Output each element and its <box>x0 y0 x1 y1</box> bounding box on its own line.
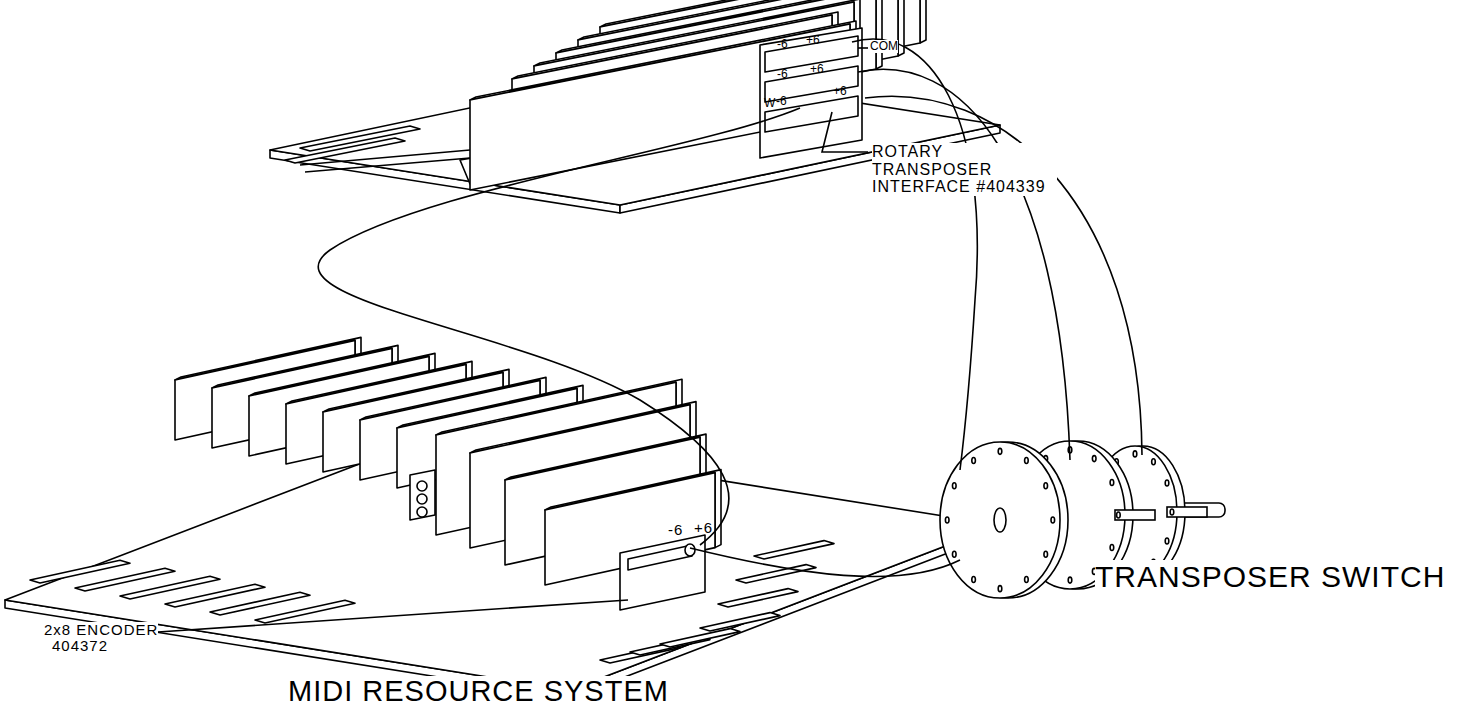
contact-hole <box>1068 577 1072 583</box>
indicator-lamp <box>417 507 427 517</box>
pin-label: COM <box>870 40 898 53</box>
part-label: 404372 <box>52 638 108 655</box>
connector-slot <box>754 541 834 559</box>
rotary-transposer-interface <box>760 28 862 158</box>
system-title: MIDI RESOURCE SYSTEM <box>288 676 669 708</box>
contact-hole <box>1165 538 1169 544</box>
pin-label: +6 <box>694 520 713 537</box>
contact-hole <box>1025 458 1029 464</box>
indicator-lamp <box>417 481 427 491</box>
contact-hole <box>1170 509 1174 515</box>
connector-slot <box>660 629 740 647</box>
contact-hole <box>1051 517 1055 523</box>
contact-hole <box>952 483 956 489</box>
contact-hole <box>1110 545 1114 551</box>
leader-line <box>822 112 868 152</box>
pin-label: -6 <box>777 38 788 51</box>
center-hole <box>994 508 1006 532</box>
contact-hole <box>1110 479 1114 485</box>
encoder-card <box>620 535 705 610</box>
contact-hole <box>1152 459 1156 465</box>
pin-label: +6 <box>833 85 847 98</box>
bottom-board <box>5 337 1000 698</box>
wire <box>852 39 977 470</box>
contact-hole <box>1025 576 1029 582</box>
connector-slot <box>700 613 780 631</box>
wire <box>858 69 1070 460</box>
contact-hole <box>1044 551 1048 557</box>
contact-hole <box>952 551 956 557</box>
pin-label: +6 <box>806 34 820 47</box>
leader-line <box>858 47 868 49</box>
connector-slot <box>285 138 405 163</box>
pin-label: W <box>764 97 775 110</box>
connector-row <box>765 96 858 132</box>
shaft <box>1115 510 1155 520</box>
connector-slot <box>718 589 798 607</box>
contact-hole <box>1044 483 1048 489</box>
connector-slot <box>736 565 816 583</box>
contact-hole <box>1133 451 1137 457</box>
connector-end <box>685 544 695 556</box>
pin-label: -6 <box>776 95 787 108</box>
pin-label: -6 <box>777 68 788 81</box>
contact-hole <box>972 458 976 464</box>
contact-hole <box>972 576 976 582</box>
part-label: ROTARY TRANSPOSER INTERFACE #404339 <box>872 143 1057 196</box>
pin-label: -6 <box>668 522 683 539</box>
pin-label: +6 <box>810 63 824 76</box>
encoder-connector <box>628 545 692 570</box>
contact-hole <box>998 586 1002 592</box>
contact-hole <box>1117 512 1121 518</box>
shaft <box>1167 507 1207 517</box>
wire <box>865 96 1142 455</box>
wire <box>318 108 800 545</box>
indicator-block <box>410 470 435 520</box>
ribbon <box>300 150 470 165</box>
ribbon <box>305 158 470 172</box>
leader-line <box>158 600 628 632</box>
contact-hole <box>1092 456 1096 462</box>
switch-wafer <box>940 442 1060 598</box>
contact-hole <box>945 517 949 523</box>
part-label: 2x8 ENCODER <box>44 622 158 639</box>
contact-hole <box>1165 480 1169 486</box>
contact-hole <box>998 448 1002 454</box>
wire <box>690 548 960 577</box>
wires <box>158 39 1142 632</box>
indicator-lamp <box>417 494 427 504</box>
system-title: TRANSPOSER SWITCH <box>1095 560 1445 593</box>
